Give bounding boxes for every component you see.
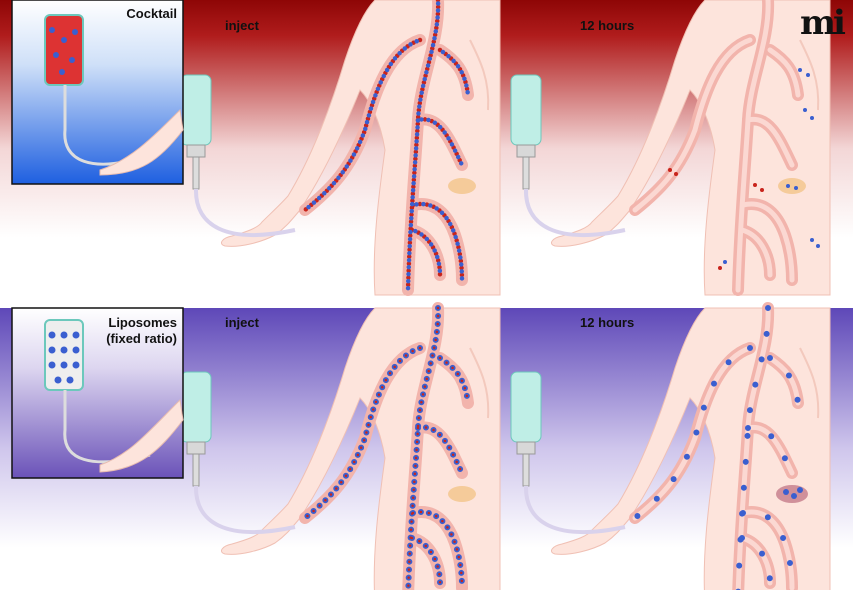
- tumor: [448, 178, 476, 194]
- inset-label-liposomes-line2: (fixed ratio): [106, 331, 177, 346]
- inject-label-cocktail: inject: [225, 18, 259, 33]
- inset-label-liposomes: Liposomes (fixed ratio): [106, 315, 177, 347]
- body-liposomes-inject: [220, 308, 501, 590]
- inject-label-liposomes: inject: [225, 315, 259, 330]
- body-liposomes-12-hours: [550, 308, 831, 590]
- inset-label-cocktail: Cocktail: [126, 6, 177, 21]
- body-cocktail-12-hours: [550, 0, 831, 296]
- inset-cocktail: [11, 0, 184, 185]
- 12-hours-label-cocktail: 12 hours: [580, 18, 635, 33]
- body-cocktail-inject: [220, 0, 501, 296]
- 12-hours-label-liposomes: 12 hours: [580, 315, 635, 330]
- inset-label-liposomes-line1: Liposomes: [108, 315, 177, 330]
- inset-liposomes: [11, 307, 184, 479]
- logo: mi: [800, 3, 846, 43]
